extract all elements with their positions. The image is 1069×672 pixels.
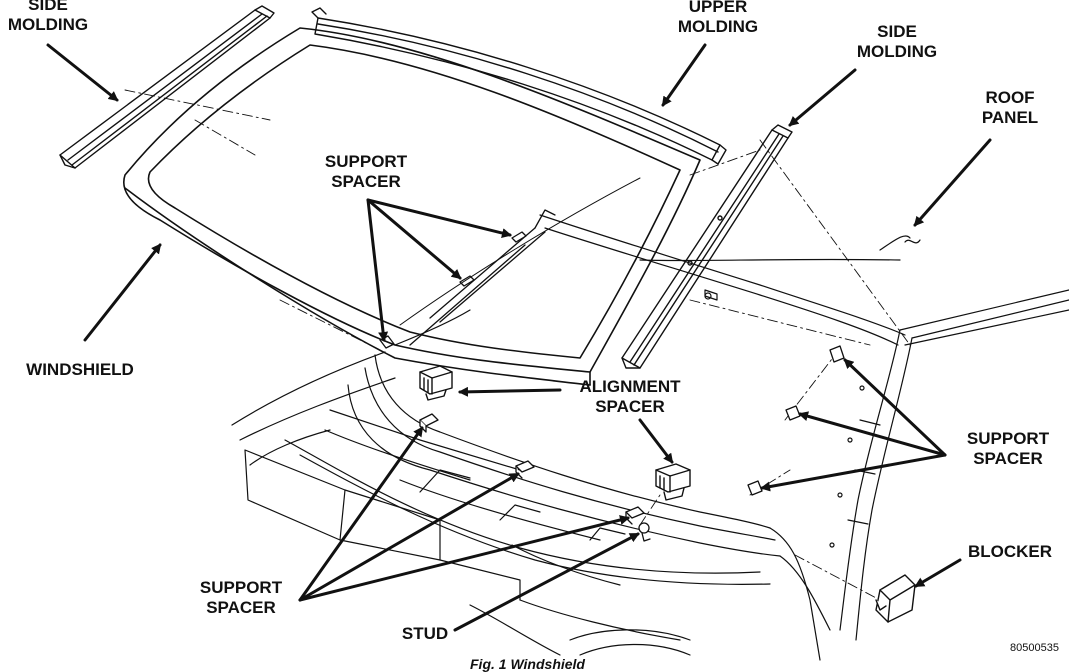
cowl-spacer-rail bbox=[379, 209, 556, 349]
label-support-spacer-bottom-line2: SPACER bbox=[206, 598, 276, 617]
label-stud-line1: STUD bbox=[401, 624, 449, 643]
arrow-roof-panel bbox=[913, 138, 992, 227]
label-support-spacer-top: SUPPORT SPACER bbox=[310, 152, 422, 192]
label-upper-molding-line1: UPPER bbox=[688, 0, 748, 16]
arrow-support-spacer-top-3 bbox=[366, 198, 389, 342]
arrow-support-spacer-top-2 bbox=[366, 198, 462, 280]
arrow-side-molding-left bbox=[46, 43, 119, 102]
arrow-windshield bbox=[83, 243, 162, 342]
label-side-molding-left: SIDE MOLDING bbox=[0, 0, 96, 35]
arrow-upper-molding bbox=[661, 43, 707, 107]
arrow-support-spacer-bottom-2 bbox=[298, 472, 520, 602]
label-support-spacer-top-line2: SPACER bbox=[331, 172, 401, 191]
label-support-spacer-right: SUPPORT SPACER bbox=[952, 429, 1064, 469]
arrow-support-spacer-right-1 bbox=[843, 358, 947, 457]
label-support-spacer-right-line1: SUPPORT bbox=[966, 429, 1050, 448]
label-blocker-line1: BLOCKER bbox=[967, 542, 1053, 561]
arrow-support-spacer-right-3 bbox=[760, 453, 947, 492]
label-side-molding-right-line1: SIDE bbox=[877, 22, 917, 41]
label-side-molding-right-line2: MOLDING bbox=[856, 42, 938, 61]
label-roof-panel: ROOF PANEL bbox=[975, 88, 1045, 128]
arrow-side-molding-right bbox=[788, 68, 857, 127]
windshield-glass bbox=[123, 27, 701, 386]
alignment-spacer-right bbox=[655, 463, 691, 501]
arrow-support-spacer-right-2 bbox=[798, 411, 947, 457]
alignment-spacer-left bbox=[419, 365, 453, 401]
arrow-alignment-spacer-left bbox=[458, 386, 562, 397]
label-blocker: BLOCKER bbox=[960, 542, 1060, 562]
label-alignment-spacer-line1: ALIGNMENT bbox=[579, 377, 681, 396]
arrow-support-spacer-bottom-1 bbox=[298, 426, 424, 602]
figure-code: 80500535 bbox=[1010, 642, 1059, 654]
arrow-alignment-spacer-right bbox=[638, 418, 674, 464]
installation-lines bbox=[124, 89, 911, 601]
label-stud: STUD bbox=[392, 624, 458, 644]
label-side-molding-right: SIDE MOLDING bbox=[842, 22, 952, 62]
label-support-spacer-bottom-line1: SUPPORT bbox=[199, 578, 283, 597]
figure-caption: Fig. 1 Windshield bbox=[470, 656, 585, 672]
label-windshield-line1: WINDSHIELD bbox=[26, 360, 134, 379]
label-support-spacer-right-line2: SPACER bbox=[973, 449, 1043, 468]
blocker bbox=[875, 574, 916, 623]
label-alignment-spacer-line2: SPACER bbox=[595, 397, 665, 416]
arrow-blocker bbox=[914, 558, 962, 588]
arrow-support-spacer-bottom-3 bbox=[298, 515, 630, 602]
arrow-support-spacer-top-1 bbox=[366, 198, 512, 238]
label-roof-panel-line1: ROOF bbox=[985, 88, 1035, 107]
label-windshield: WINDSHIELD bbox=[10, 360, 150, 380]
label-roof-panel-line2: PANEL bbox=[981, 108, 1039, 127]
label-support-spacer-bottom: SUPPORT SPACER bbox=[185, 578, 297, 618]
arrow-stud bbox=[453, 532, 640, 632]
label-side-molding-left-line1: SIDE bbox=[28, 0, 68, 14]
label-upper-molding-line2: MOLDING bbox=[677, 17, 759, 36]
left-side-molding bbox=[59, 5, 275, 169]
leader-arrows bbox=[46, 43, 992, 632]
label-alignment-spacer: ALIGNMENT SPACER bbox=[565, 377, 695, 417]
label-side-molding-left-line2: MOLDING bbox=[7, 15, 89, 34]
stud bbox=[638, 522, 651, 542]
right-side-molding bbox=[621, 124, 793, 369]
upper-molding bbox=[311, 7, 727, 165]
vehicle-body bbox=[231, 214, 1069, 661]
label-support-spacer-top-line1: SUPPORT bbox=[324, 152, 408, 171]
label-upper-molding: UPPER MOLDING bbox=[663, 0, 773, 37]
